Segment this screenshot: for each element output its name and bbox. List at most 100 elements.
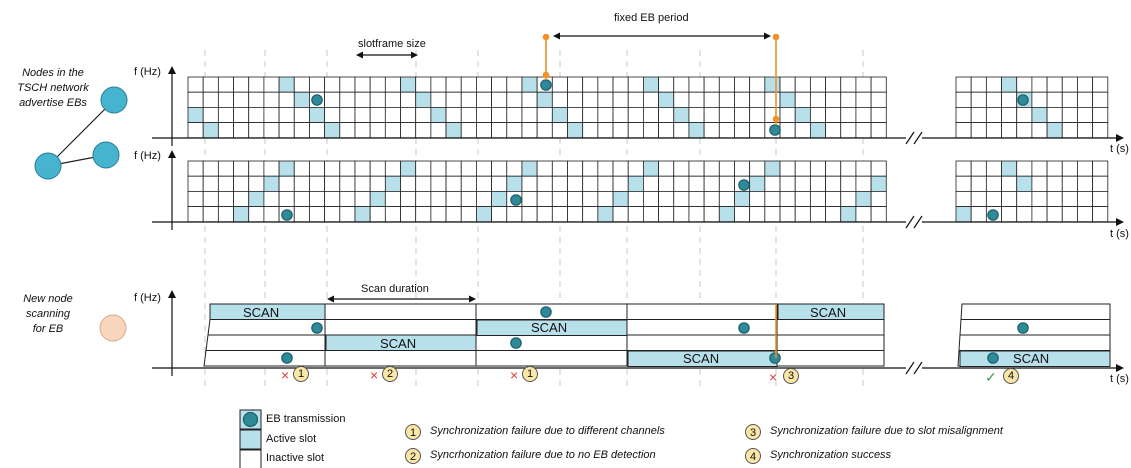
inactive-slot <box>567 107 584 124</box>
eb-transmission-dot <box>738 179 750 191</box>
inactive-slot <box>339 91 356 108</box>
scanner-label: New node scanning for EB <box>0 292 96 337</box>
inactive-slot <box>1061 122 1078 139</box>
x-axis-label-1: t (s) <box>1110 143 1129 155</box>
inactive-slot <box>734 76 751 93</box>
inactive-slot <box>794 160 811 177</box>
inactive-slot <box>217 76 234 93</box>
fail-icon: × <box>281 367 290 383</box>
inactive-slot <box>870 160 887 177</box>
inactive-slot <box>491 91 508 108</box>
active-slot <box>658 91 675 108</box>
reason-4-text: Synchronization success <box>770 449 892 461</box>
x-axis-arrow <box>1116 134 1124 142</box>
inactive-slot <box>749 122 766 139</box>
active-slot <box>233 206 250 223</box>
inactive-slot <box>430 76 447 93</box>
scan-label-5: SCAN <box>810 305 847 320</box>
inactive-slot <box>779 190 796 207</box>
active-slot <box>445 122 462 139</box>
active-slot <box>627 175 644 192</box>
inactive-slot <box>536 190 553 207</box>
inactive-slot <box>339 107 356 124</box>
x-axis-arrow <box>1116 218 1124 226</box>
inactive-slot <box>1077 107 1094 124</box>
inactive-slot <box>688 76 705 93</box>
inactive-slot <box>794 190 811 207</box>
active-slot <box>400 76 417 93</box>
inactive-slot <box>551 175 568 192</box>
inactive-slot <box>718 107 735 124</box>
inactive-slot <box>309 175 326 192</box>
inactive-slot <box>476 175 493 192</box>
inactive-slot <box>840 107 857 124</box>
active-slot <box>354 206 371 223</box>
network-node-icon <box>100 86 128 114</box>
inactive-slot <box>1046 175 1063 192</box>
active-slot <box>309 107 326 124</box>
inactive-slot <box>278 107 295 124</box>
inactive-slot <box>985 175 1002 192</box>
inactive-slot <box>248 122 265 139</box>
inactive-slot <box>597 175 614 192</box>
inactive-slot <box>627 122 644 139</box>
inactive-slot <box>536 160 553 177</box>
inactive-slot <box>536 107 553 124</box>
inactive-slot <box>202 91 219 108</box>
inactive-slot <box>870 190 887 207</box>
eb-period-arrow-head <box>764 32 771 40</box>
inactive-slot <box>324 160 341 177</box>
y-axis-arrow <box>168 290 176 298</box>
inactive-slot <box>688 91 705 108</box>
inactive-slot <box>840 175 857 192</box>
inactive-slot <box>384 122 401 139</box>
inactive-slot <box>354 122 371 139</box>
axis-break-gap <box>906 130 922 146</box>
eb-period-arrow-head <box>553 32 560 40</box>
timeline-grid-2 <box>187 160 1109 223</box>
inactive-slot <box>1077 206 1094 223</box>
inactive-slot <box>445 190 462 207</box>
inactive-slot <box>855 206 872 223</box>
inactive-slot <box>718 190 735 207</box>
eb-transmission-dot <box>311 322 323 334</box>
inactive-slot <box>1077 91 1094 108</box>
network-label-line-1: Nodes in the <box>22 67 84 79</box>
inactive-slot <box>400 190 417 207</box>
inactive-slot <box>202 190 219 207</box>
inactive-slot <box>521 175 538 192</box>
inactive-slot <box>309 190 326 207</box>
inactive-slot <box>749 160 766 177</box>
slotframe-size-label: slotframe size <box>358 38 426 50</box>
inactive-slot <box>1046 206 1063 223</box>
inactive-slot <box>870 122 887 139</box>
number-circle-icon <box>382 366 398 382</box>
inactive-slot <box>955 160 972 177</box>
scan-label-4: SCAN <box>683 351 720 366</box>
legend-inactive-slot: Inactive slot <box>266 452 325 464</box>
inactive-slot <box>415 76 432 93</box>
inactive-slot <box>354 190 371 207</box>
inactive-slot <box>1046 107 1063 124</box>
inactive-slot <box>749 190 766 207</box>
inactive-slot <box>278 175 295 192</box>
active-slot <box>1001 76 1018 93</box>
inactive-slot <box>764 91 781 108</box>
inactive-slot <box>688 107 705 124</box>
inactive-slot <box>597 107 614 124</box>
inactive-slot <box>491 175 508 192</box>
inactive-slot <box>445 91 462 108</box>
inactive-slot <box>293 107 310 124</box>
inactive-slot <box>825 175 842 192</box>
inactive-slot <box>491 76 508 93</box>
inactive-slot <box>627 107 644 124</box>
slotframe-size-arrow-head <box>411 51 418 59</box>
inactive-slot <box>1001 206 1018 223</box>
inactive-slot <box>809 76 826 93</box>
y-axis-label-1: f (Hz) <box>134 66 161 78</box>
node-link <box>47 99 115 167</box>
inactive-slot <box>187 175 204 192</box>
inactive-slot <box>809 107 826 124</box>
inactive-slot <box>794 175 811 192</box>
inactive-slot <box>187 190 204 207</box>
